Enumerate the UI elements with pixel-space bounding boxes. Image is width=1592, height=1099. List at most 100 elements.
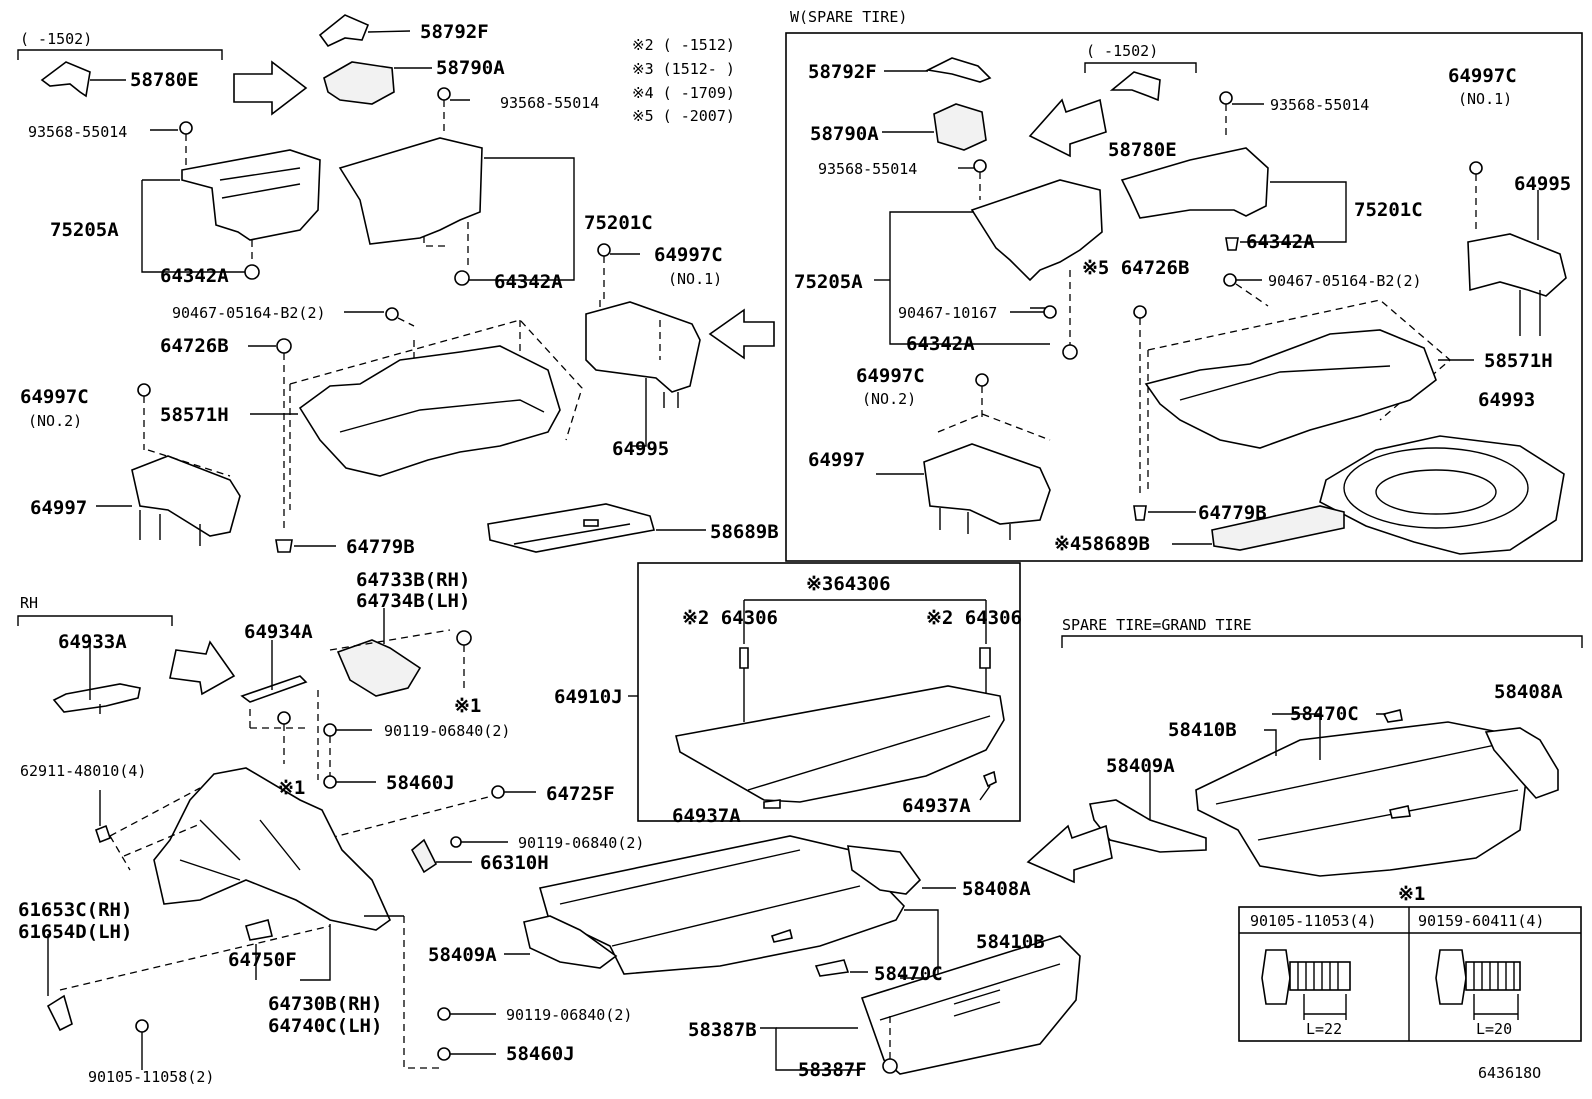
label-75205a-spare: 75205A — [794, 271, 863, 293]
label-64997c-spare: 64997C — [1448, 65, 1517, 87]
label-no1-spare: (NO.1) — [1458, 90, 1512, 108]
board-58408a-mid — [847, 845, 922, 895]
label-64933a: 64933A — [58, 631, 127, 653]
label-64997c-no1: 64997C — [654, 244, 723, 266]
label-90119-b: 90119-06840(2) — [518, 834, 644, 852]
label-62911: 62911-48010(4) — [20, 762, 146, 780]
note-4: ※4 ( -1709) — [632, 84, 735, 102]
label-66310h: 66310H — [480, 852, 549, 874]
label-64342a-spare-a: 64342A — [1246, 231, 1315, 253]
label-58780e: 58780E — [130, 69, 199, 91]
tray-58571h — [298, 345, 561, 477]
board-58408a-grand — [1484, 727, 1559, 799]
spare-tire-cover-64993 — [1319, 435, 1565, 555]
label-64306-top: ※364306 — [806, 573, 891, 595]
label-93568-spare-b: 93568-55014 — [1270, 96, 1369, 114]
label-90119-c: 90119-06840(2) — [506, 1006, 632, 1024]
note-5: ※5 ( -2007) — [632, 107, 735, 125]
label-64730b: 64730B(RH) — [268, 993, 382, 1015]
box-75201c — [338, 137, 483, 245]
label-bolt-2: 90159-60411(4) — [1418, 912, 1544, 930]
label-75201c-spare: 75201C — [1354, 199, 1423, 221]
label-64997c-spare-2: 64997C — [856, 365, 925, 387]
label-58790a-spare: 58790A — [810, 123, 879, 145]
label-64937a-right: 64937A — [902, 795, 971, 817]
note1-mark: ※1 — [1398, 883, 1425, 905]
label-58408a-grand: 58408A — [1494, 681, 1563, 703]
label-64734b: 64734B(LH) — [356, 590, 470, 612]
bolt-icon-2 — [1435, 949, 1467, 1005]
mat-58689b — [487, 503, 656, 553]
label-58409a-mid: 58409A — [428, 944, 497, 966]
board-58409a-mid — [523, 915, 618, 969]
holder-58790a — [323, 61, 395, 105]
label-64779b: 64779B — [346, 536, 415, 558]
rh-title: RH — [20, 594, 38, 612]
label-64306-right: ※2 64306 — [926, 607, 1022, 629]
label-64750f: 64750F — [228, 949, 297, 971]
label-64342a-right: 64342A — [494, 271, 563, 293]
label-length-1: L=22 — [1306, 1020, 1342, 1038]
tray-58571h-spare — [1144, 329, 1437, 449]
figure-number: 643618O — [1478, 1064, 1541, 1082]
label-58409a-grand: 58409A — [1106, 755, 1175, 777]
label-58689b-spare: ※458689B — [1054, 533, 1150, 555]
tonneau-cover-64910j — [675, 685, 1005, 803]
label-61653c: 61653C(RH) — [18, 899, 132, 921]
clip-58792f — [318, 14, 370, 48]
label-90467-b2-spare: 90467-05164-B2(2) — [1268, 272, 1422, 290]
label-64997: 64997 — [30, 497, 87, 519]
label-93568-right: 93568-55014 — [500, 94, 599, 112]
label-64733b: 64733B(RH) — [356, 569, 470, 591]
bracket-64934a — [240, 675, 308, 703]
label-64726b: 64726B — [160, 335, 229, 357]
label-90467: 90467-05164-B2(2) — [172, 304, 326, 322]
label-58689b: 58689B — [710, 521, 779, 543]
note1-ref-a: ※1 — [454, 695, 481, 717]
label-length-2: L=20 — [1476, 1020, 1512, 1038]
arrow-right-icon-2 — [169, 640, 236, 696]
label-64342a-spare-b: 64342A — [906, 333, 975, 355]
label-64910j: 64910J — [554, 686, 623, 708]
label-58780e-spare: 58780E — [1108, 139, 1177, 161]
grand-tire-title: SPARE TIRE=GRAND TIRE — [1062, 616, 1252, 634]
scuff-plate-58387b — [860, 935, 1081, 1075]
range-note: ( -1502) — [20, 30, 92, 48]
arrow-left-icon-grand — [1026, 824, 1113, 884]
label-64995: 64995 — [612, 438, 669, 460]
label-64726b-spare: ※5 64726B — [1082, 257, 1189, 279]
box-75205a-spare — [970, 179, 1103, 282]
note1-ref-b: ※1 — [278, 777, 305, 799]
panel-64995-spare — [1467, 233, 1567, 297]
label-64725f: 64725F — [546, 783, 615, 805]
label-58460j-a: 58460J — [386, 772, 455, 794]
note-3: ※3 (1512- ) — [632, 60, 735, 78]
label-64995-spare: 64995 — [1514, 173, 1571, 195]
label-58470c-grand: 58470C — [1290, 703, 1359, 725]
label-58387f: 58387F — [798, 1059, 867, 1081]
arrow-right-icon — [233, 60, 308, 116]
spare-tire-title: W(SPARE TIRE) — [790, 8, 907, 26]
label-58410b-mid: 58410B — [976, 931, 1045, 953]
label-58571h: 58571H — [160, 404, 229, 426]
clip-58780e — [40, 61, 91, 98]
label-no2: (NO.2) — [28, 412, 82, 430]
label-75205a: 75205A — [50, 219, 119, 241]
label-64937a-left: 64937A — [672, 805, 741, 827]
hook-66310h — [410, 838, 438, 874]
label-58571h-spare: 58571H — [1484, 350, 1553, 372]
label-75201c: 75201C — [584, 212, 653, 234]
label-64997c-no2: 64997C — [20, 386, 89, 408]
trim-panel-61653c — [153, 767, 391, 931]
label-58470c-mid: 58470C — [874, 963, 943, 985]
label-93568-spare-a: 93568-55014 — [818, 160, 917, 178]
label-64997-spare: 64997 — [808, 449, 865, 471]
label-90105-11058: 90105-11058(2) — [88, 1068, 214, 1086]
label-58387b: 58387B — [688, 1019, 757, 1041]
label-64306-left: ※2 64306 — [682, 607, 778, 629]
label-bolt-1: 90105-11053(4) — [1250, 912, 1376, 930]
bolt-icon-1 — [1261, 949, 1291, 1005]
tonneau-cover-frame — [637, 562, 1021, 822]
label-no1: (NO.1) — [668, 270, 722, 288]
arrow-left-icon — [708, 308, 775, 360]
